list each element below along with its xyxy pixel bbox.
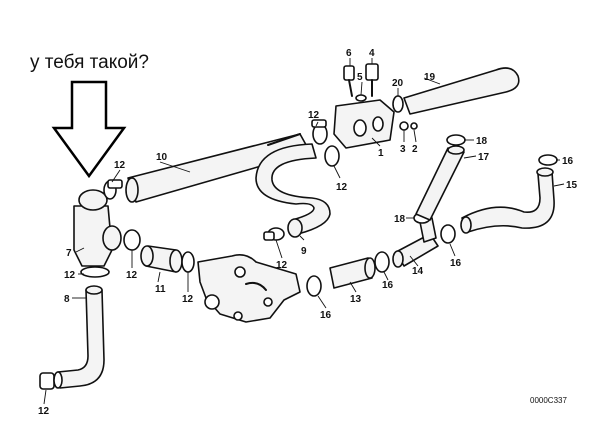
callout-12-f: 12 <box>276 260 288 271</box>
hose-13 <box>329 257 376 289</box>
clamp-12-bottom <box>39 371 63 390</box>
thermostat-housing-7 <box>73 189 122 278</box>
hose-11 <box>140 245 183 273</box>
sensor-6 <box>343 65 355 97</box>
callout-14: 14 <box>412 266 424 277</box>
callout-18-b: 18 <box>394 214 406 225</box>
thermostat-housing-1 <box>333 99 395 149</box>
clamp-12-left-pipe <box>123 229 141 251</box>
hose-19 <box>403 67 520 115</box>
callout-15: 15 <box>566 180 578 191</box>
sensor-4 <box>365 63 379 97</box>
clamp-20 <box>392 95 404 113</box>
callout-16-c: 16 <box>382 280 394 291</box>
callout-12-b: 12 <box>64 270 76 281</box>
callout-12-h: 12 <box>336 182 348 193</box>
clamp-12-top-left <box>311 119 328 145</box>
question-text: у тебя такой? <box>30 52 149 73</box>
callout-16-b: 16 <box>450 258 462 269</box>
clamp-12-upper <box>103 179 123 200</box>
callout-1: 1 <box>378 148 384 159</box>
washer-5 <box>355 94 367 102</box>
callout-4: 4 <box>369 48 375 59</box>
clamp-12-pump-right <box>306 275 322 297</box>
down-arrow-icon <box>51 80 127 179</box>
callout-labels: 10 12 7 12 8 12 12 11 12 12 9 12 12 6 4 … <box>38 48 578 417</box>
callout-12-g: 12 <box>308 110 320 121</box>
callout-9: 9 <box>301 246 307 257</box>
callout-12-e: 12 <box>182 294 194 305</box>
callout-16-d: 16 <box>320 310 332 321</box>
callout-18-a: 18 <box>476 136 488 147</box>
callout-8: 8 <box>64 294 70 305</box>
callout-12-d: 12 <box>126 270 138 281</box>
callout-12-c: 12 <box>38 406 50 417</box>
clamp-16-a <box>374 251 390 273</box>
clamp-12-top-mid <box>324 145 340 167</box>
t-piece-14 <box>392 217 439 268</box>
hose-9 <box>255 143 331 238</box>
hose-17 <box>415 145 465 221</box>
callout-13: 13 <box>350 294 362 305</box>
callout-2: 2 <box>412 144 418 155</box>
callout-16-a: 16 <box>562 156 574 167</box>
bolt-2-3 <box>399 121 418 131</box>
callout-12-a: 12 <box>114 160 126 171</box>
water-pump <box>197 254 301 323</box>
callout-17: 17 <box>478 152 490 163</box>
clamp-18-upper <box>446 134 466 146</box>
clamp-12-pump-left <box>181 251 195 273</box>
drawing-code: 0000C337 <box>530 396 567 405</box>
callout-20: 20 <box>392 78 404 89</box>
clamp-12-center <box>263 227 285 241</box>
leader-lines <box>43 58 565 405</box>
callout-19: 19 <box>424 72 436 83</box>
callout-11: 11 <box>155 284 166 295</box>
callout-6: 6 <box>346 48 352 59</box>
hose-15 <box>460 167 555 234</box>
clamp-16-b <box>440 224 456 244</box>
callout-10: 10 <box>156 152 168 163</box>
callout-3: 3 <box>400 144 406 155</box>
callout-7: 7 <box>66 248 72 259</box>
hose-10 <box>125 133 311 203</box>
clamp-16-c <box>538 154 558 166</box>
callout-5: 5 <box>357 72 363 83</box>
